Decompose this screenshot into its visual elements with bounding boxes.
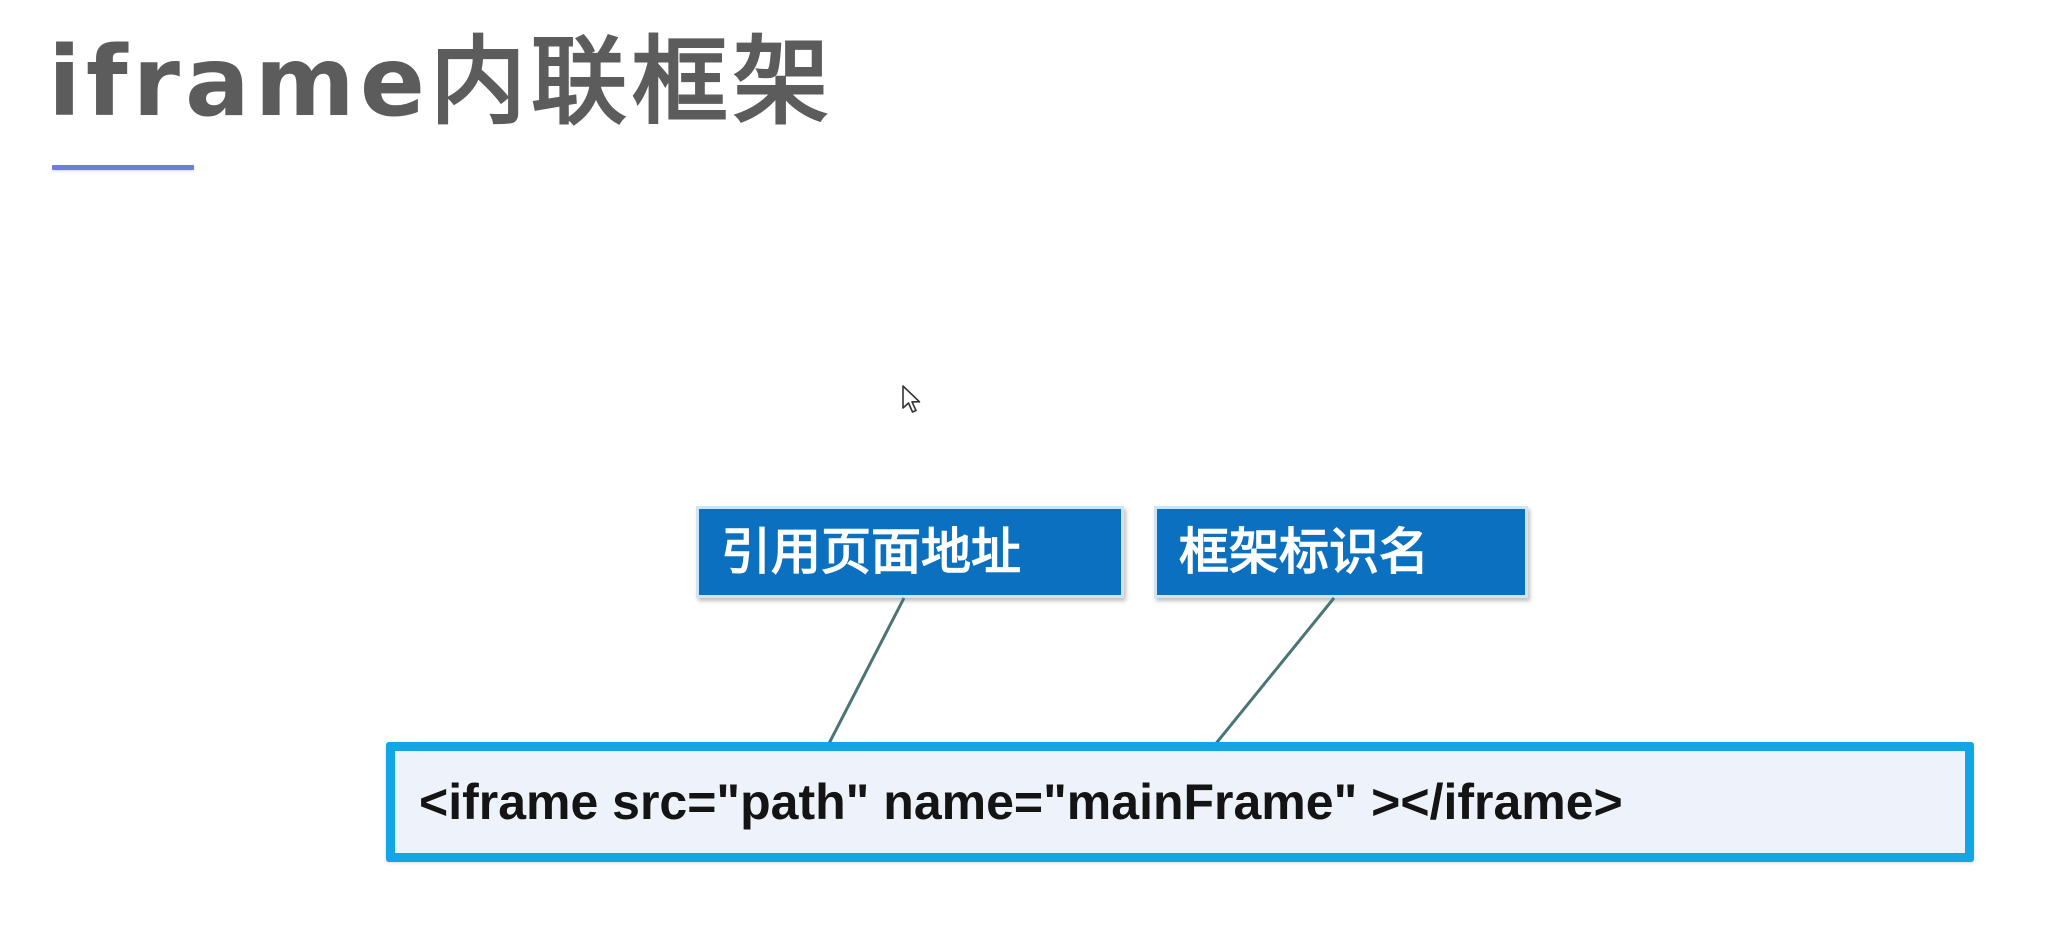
title-underline (52, 165, 194, 170)
src-attribute-label: 引用页面地址 (696, 506, 1124, 598)
mouse-pointer-icon (902, 385, 921, 413)
iframe-code-snippet: <iframe src="path" name="mainFrame" ></i… (419, 774, 1623, 830)
slide-title: iframe内联框架 (48, 26, 834, 138)
name-attribute-label: 框架标识名 (1154, 506, 1528, 598)
code-example-box: <iframe src="path" name="mainFrame" ></i… (386, 742, 1974, 862)
